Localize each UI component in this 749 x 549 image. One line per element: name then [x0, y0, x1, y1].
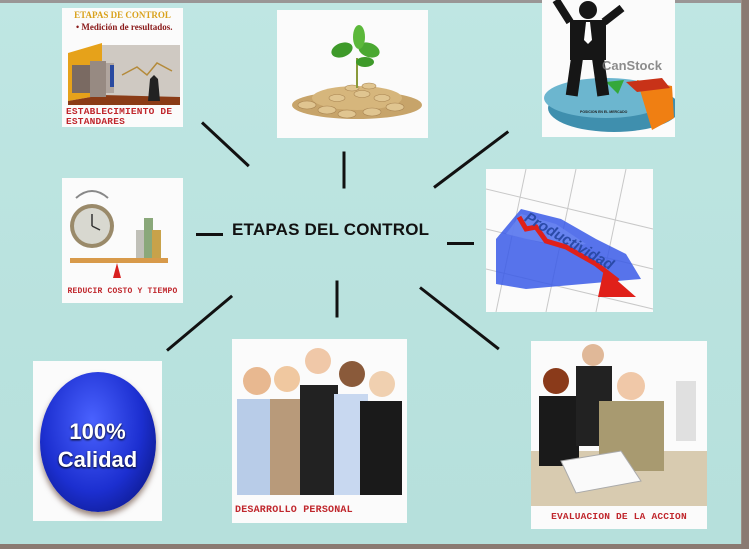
plant-coins-icon: [292, 25, 422, 119]
connector-line-top-left: [200, 121, 250, 168]
node-establecimiento-estandares: ETAPAS DE CONTROL • Medición de resultad…: [62, 8, 183, 127]
calidad-badge: [40, 372, 156, 512]
caption-line-2: ESTANDARES: [66, 116, 126, 127]
businessman-pie-chart-icon: [544, 0, 675, 132]
caption: REDUCIR COSTO Y TIEMPO: [67, 287, 178, 296]
caption-line-1: ESTABLECIMIENTO DE: [66, 106, 173, 117]
canstock-watermark: CanStock: [602, 58, 662, 73]
node-desarrollo-personal: DESARROLLO PERSONAL: [232, 339, 407, 523]
node-calidad: 100% Calidad: [33, 361, 162, 521]
node-reducir-costo-tiempo: REDUCIR COSTO Y TIEMPO: [62, 178, 183, 303]
calidad-label: Calidad: [57, 447, 138, 472]
node-inversion-plant-coins: [277, 10, 428, 138]
office-illustration-icon: [68, 43, 180, 105]
caption: EVALUACION DE LA ACCION: [551, 511, 687, 522]
clock-money-balance-icon: [70, 190, 168, 278]
connector-line-right: [447, 242, 474, 245]
node-posicion-mercado: CanStock POSICION EN EL MERCADO: [542, 0, 675, 137]
team-celebrating-icon: [237, 348, 402, 495]
caption: DESARROLLO PERSONAL: [235, 505, 353, 516]
connector-line-top: [342, 151, 346, 189]
connector-line-bottom: [335, 280, 339, 318]
image-title: ETAPAS DE CONTROL: [74, 10, 171, 20]
calidad-percent: 100%: [69, 419, 126, 444]
connector-line-left: [196, 233, 223, 236]
center-title: ETAPAS DEL CONTROL: [232, 220, 430, 239]
productivity-decline-chart-icon: [486, 169, 653, 312]
node-evaluacion-accion: EVALUACION DE LA ACCION: [531, 341, 707, 529]
image-subtitle: • Medición de resultados.: [76, 22, 173, 32]
pie-chart-label: POSICION EN EL MERCADO: [580, 110, 628, 114]
top-border: [0, 0, 741, 3]
team-reviewing-document-icon: [531, 344, 707, 506]
node-productividad: Productividad: [486, 169, 653, 312]
connector-line-bottom-left: [166, 294, 234, 352]
